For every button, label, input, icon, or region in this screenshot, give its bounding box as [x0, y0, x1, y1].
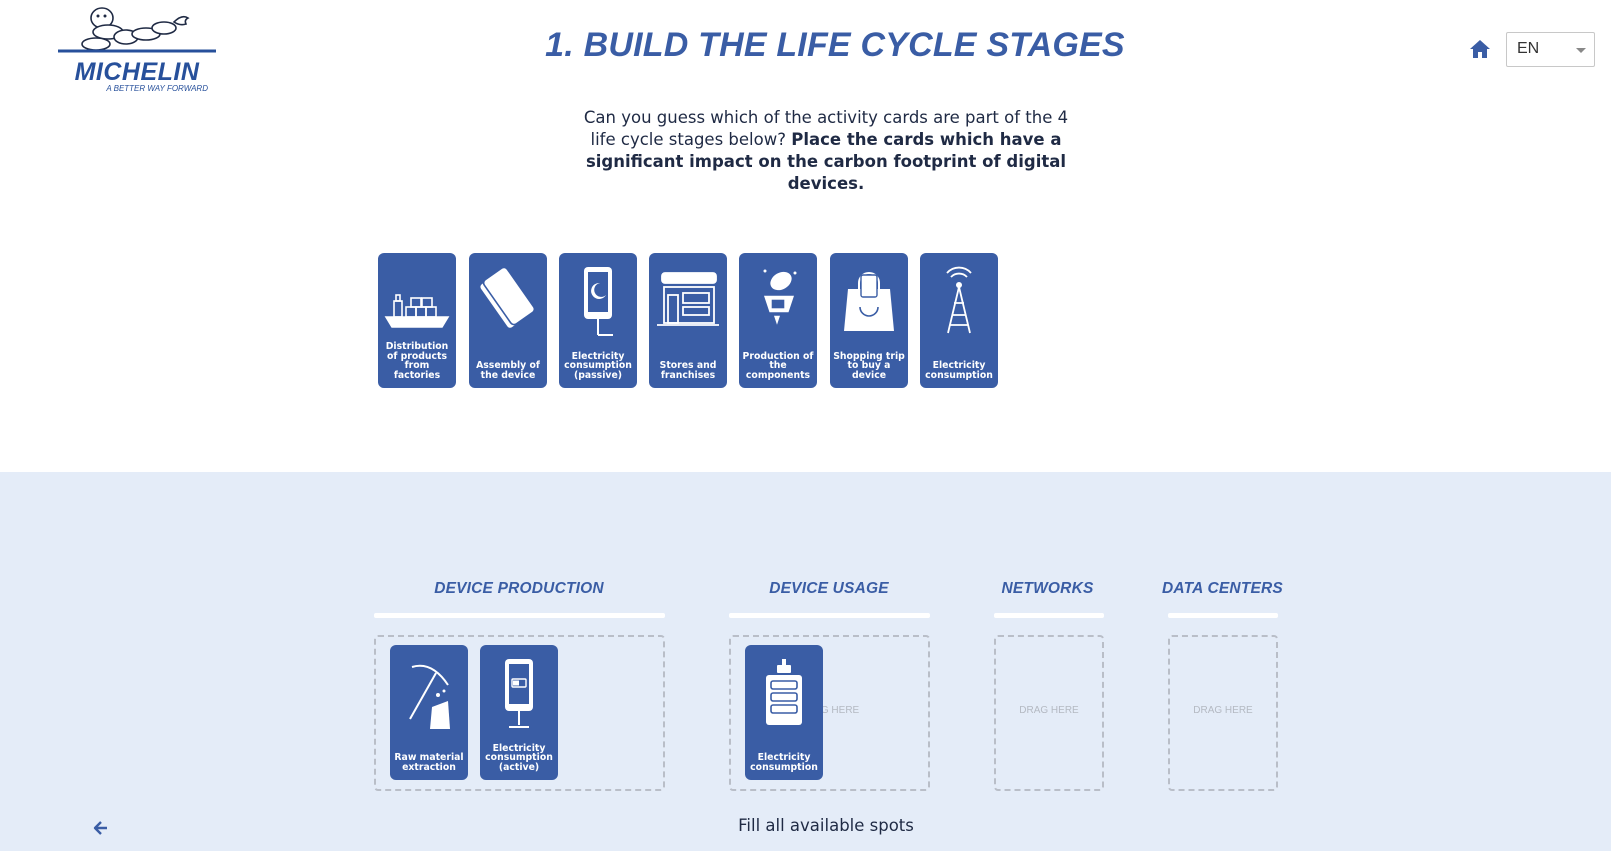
activity-card[interactable]: Stores and franchises — [649, 253, 727, 388]
antenna-tower-icon — [946, 266, 972, 334]
phone-moon-icon — [584, 267, 613, 336]
drop-zone-data-centers[interactable]: DRAG HERE — [1168, 635, 1278, 791]
page-title: 1. BUILD THE LIFE CYCLE STAGES — [545, 26, 1125, 64]
instructions-emphasis: Place the cards which have a significant… — [585, 130, 1067, 193]
language-select[interactable]: EN — [1506, 32, 1595, 67]
placed-card-label: Electricity consumption (active) — [485, 742, 553, 773]
activity-card[interactable]: Assembly of the device — [469, 253, 547, 388]
store-icon — [657, 272, 719, 326]
activity-card[interactable]: Distribution of products from factories — [378, 253, 456, 388]
activity-card-label: Shopping trip to buy a device — [833, 350, 905, 381]
stage-title-device-usage: DEVICE USAGE — [769, 580, 889, 597]
chevron-down-icon — [1576, 48, 1586, 53]
activity-card-label: Assembly of the device — [476, 360, 540, 381]
phone-charging-icon — [505, 659, 533, 728]
instructions-question: Can you guess which of the activity card… — [583, 108, 1069, 149]
drop-hint: DRAG HERE — [1193, 705, 1253, 716]
instructions: Can you guess which of the activity card… — [570, 107, 1082, 195]
activity-card[interactable]: Production of the components — [739, 253, 817, 388]
drop-zone-device-usage[interactable]: DRAG HERE — [729, 635, 930, 791]
stage-divider — [729, 613, 930, 618]
placed-card[interactable]: Electricity consumption (active) — [480, 645, 558, 780]
component-chip-icon — [762, 269, 797, 330]
drop-zone-networks[interactable]: DRAG HERE — [994, 635, 1104, 791]
home-icon[interactable] — [1469, 38, 1491, 60]
activity-card-label: Electricity consumption — [925, 360, 993, 381]
status-message: Fill all available spots — [738, 816, 914, 835]
arrow-left-icon[interactable] — [93, 820, 109, 836]
bibendum-mascot-icon — [58, 7, 216, 53]
activity-card-label: Production of the components — [742, 350, 814, 381]
michelin-logo[interactable]: MICHELIN A BETTER WAY FORWARD — [56, 4, 218, 93]
pickaxe-icon — [409, 664, 450, 729]
stage-divider — [994, 613, 1104, 618]
drop-hint: DRAG HERE — [799, 705, 860, 716]
activity-card-label: Stores and franchises — [659, 360, 717, 381]
server-rack-icon — [766, 659, 802, 725]
activity-card-label: Electricity consumption (passive) — [564, 350, 632, 381]
shopping-bag-icon — [844, 272, 894, 331]
activity-card[interactable]: Electricity consumption — [920, 253, 998, 388]
placed-card-label: Raw material extraction — [394, 752, 464, 773]
drop-zone-device-production[interactable] — [374, 635, 665, 791]
stacked-phones-icon — [478, 266, 536, 330]
drop-hint: DRAG HERE — [1019, 705, 1079, 716]
activity-card-label: Distribution of products from factories — [385, 341, 449, 381]
cargo-ship-icon — [384, 294, 450, 328]
logo-tagline: A BETTER WAY FORWARD — [106, 84, 208, 93]
stage-divider — [374, 613, 665, 618]
placed-card-label: Electricity consumption — [750, 752, 818, 773]
activity-card[interactable]: Shopping trip to buy a device — [830, 253, 908, 388]
stage-title-data-centers: DATA CENTERS — [1162, 580, 1283, 597]
placed-card[interactable]: Electricity consumption — [745, 645, 823, 780]
activity-card[interactable]: Electricity consumption (passive) — [559, 253, 637, 388]
stage-title-device-production: DEVICE PRODUCTION — [434, 580, 604, 597]
placed-card[interactable]: Raw material extraction — [390, 645, 468, 780]
stage-divider — [1168, 613, 1278, 618]
language-select-value: EN — [1517, 40, 1540, 57]
logo-wordmark: MICHELIN — [74, 58, 200, 86]
stage-title-networks: NETWORKS — [1001, 580, 1094, 597]
